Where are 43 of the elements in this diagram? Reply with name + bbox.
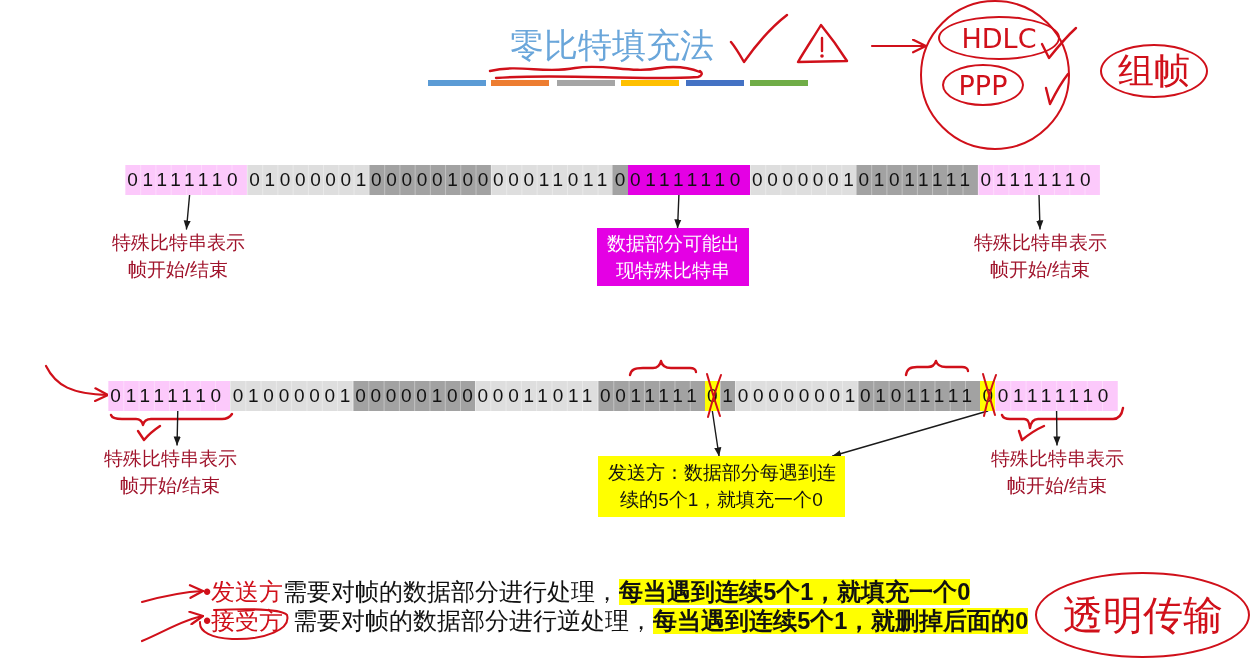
bit-group: 01000001 bbox=[230, 381, 353, 411]
circled-label: HDLC bbox=[938, 16, 1060, 60]
circle-outline bbox=[920, 0, 1070, 150]
title: 零比特填充法 bbox=[509, 24, 715, 66]
bit-group: 01111110 bbox=[995, 381, 1118, 411]
bit-group: 01111110 bbox=[108, 381, 231, 411]
arrow bbox=[1036, 194, 1044, 230]
bit-group: 00011011 bbox=[475, 381, 598, 411]
bit-group: 00000100 bbox=[352, 381, 476, 411]
circled-label: 透明传输 bbox=[1035, 572, 1250, 658]
arrow bbox=[674, 194, 682, 229]
arrow bbox=[870, 38, 927, 54]
circled-label: PPP bbox=[942, 64, 1024, 106]
bit-group: 1 bbox=[720, 381, 736, 411]
callout-box: 发送方：数据部分每遇到连续的5个1，就填充一个0 bbox=[598, 456, 845, 517]
annotation-text: 特殊比特串表示帧开始/结束 bbox=[99, 445, 241, 499]
arrow bbox=[173, 410, 181, 446]
bit-group: 00000100 bbox=[368, 165, 491, 195]
arrow bbox=[183, 194, 191, 230]
bit-group: 01111110 bbox=[125, 165, 247, 195]
bit-group: 00011011 bbox=[490, 165, 613, 195]
arrow bbox=[140, 584, 205, 604]
bit-group: 0000001 bbox=[749, 165, 857, 195]
circled-label: 组帧 bbox=[1100, 44, 1208, 98]
bit-group: 01011111 bbox=[856, 165, 979, 195]
bullet-text: •发送方需要对帧的数据部分进行处理，每当遇到连续5个1，就填充一个0 bbox=[203, 578, 971, 607]
bit-group: 00000001 bbox=[735, 381, 858, 411]
bit-group: 01000001 bbox=[246, 165, 369, 195]
bit-group: 01111110 bbox=[627, 165, 750, 195]
bit-group: 0011111 bbox=[597, 381, 705, 411]
annotation-text: 特殊比特串表示帧开始/结束 bbox=[969, 229, 1111, 283]
arrow bbox=[711, 410, 722, 457]
bullet-text: •接受方 需要对帧的数据部分进行逆处理，每当遇到连续5个1，就删掉后面的0 bbox=[203, 607, 1029, 636]
arrow bbox=[831, 410, 989, 458]
arrow bbox=[140, 611, 205, 643]
annotation-text: 特殊比特串表示帧开始/结束 bbox=[986, 445, 1128, 499]
arrow bbox=[1053, 410, 1061, 446]
annotation-text: 特殊比特串表示帧开始/结束 bbox=[107, 229, 249, 283]
bit-group: 0 bbox=[612, 165, 628, 195]
bit-group: 01011111 bbox=[857, 381, 981, 411]
bit-group: 01111110 bbox=[978, 165, 1100, 195]
callout-box: 数据部分可能出现特殊比特串 bbox=[597, 228, 749, 286]
arrow bbox=[44, 364, 110, 402]
